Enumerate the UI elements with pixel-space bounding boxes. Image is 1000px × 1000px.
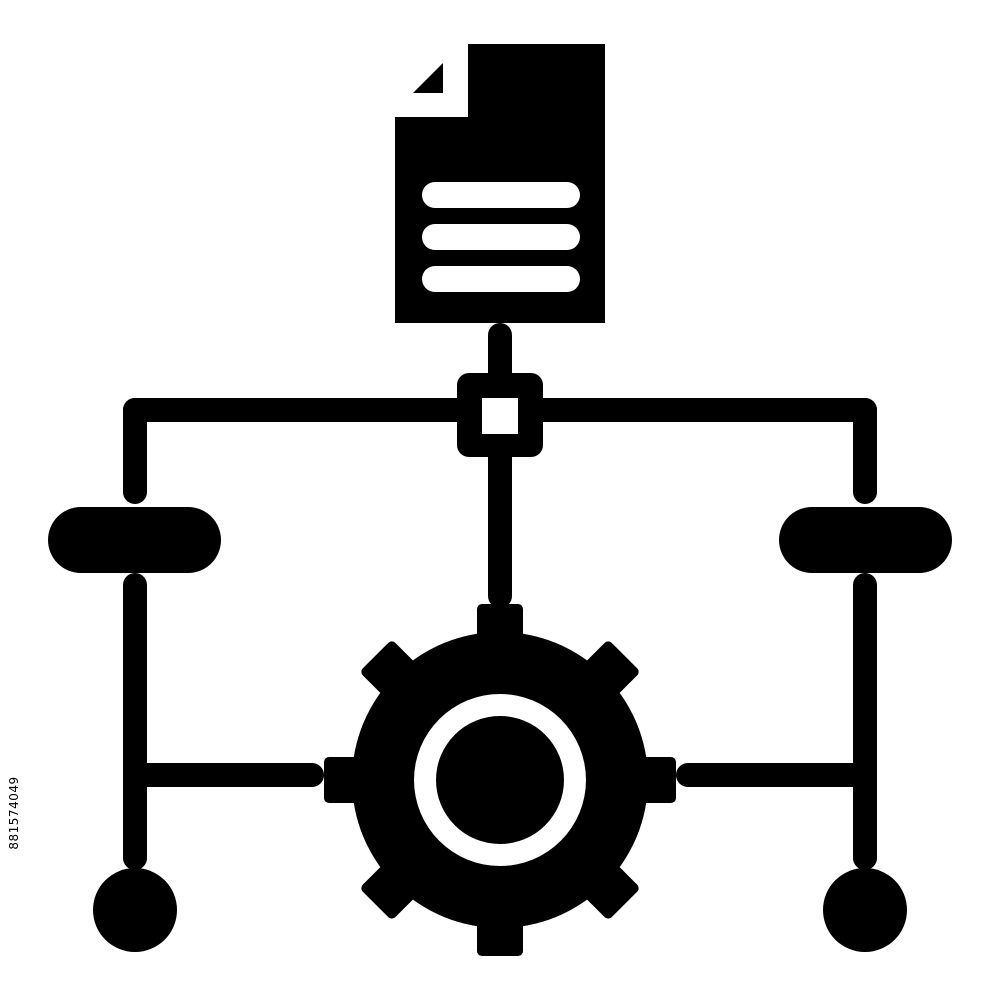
document-line-2 [422, 224, 580, 250]
left-pill-node [48, 507, 221, 573]
gear-hub [436, 716, 564, 844]
right-pill-node [779, 507, 952, 573]
stock-image-id: 881574049 [7, 776, 21, 850]
left-circle-node [93, 868, 177, 952]
document-line-3 [422, 266, 580, 292]
connector-lines [123, 323, 877, 870]
gear-icon [324, 604, 676, 956]
right-circle-node [823, 868, 907, 952]
junction-node [457, 373, 543, 457]
document-icon [395, 44, 605, 323]
document-line-1 [422, 182, 580, 208]
